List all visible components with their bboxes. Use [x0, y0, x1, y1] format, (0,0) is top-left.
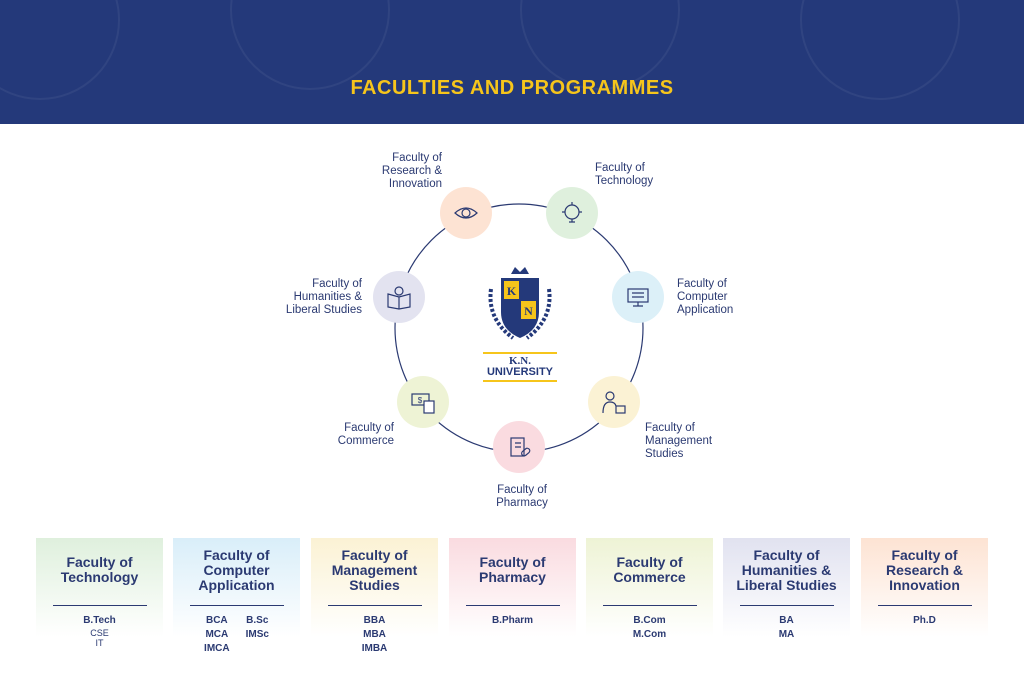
- card-title: Faculty of Computer Application: [198, 546, 275, 593]
- faculty-node-label: Faculty of Research & Innovation: [381, 152, 442, 190]
- faculty-node: [493, 421, 545, 473]
- faculty-node: $: [397, 376, 449, 428]
- programme: B.Tech: [83, 615, 116, 626]
- programme: BBA: [363, 615, 386, 626]
- faculty-node: [373, 271, 425, 323]
- faculty-node-label: Faculty of Pharmacy: [496, 484, 548, 509]
- programme: MCA: [205, 629, 229, 640]
- card-title: Faculty of Pharmacy: [479, 554, 546, 585]
- card-title: Faculty of Humanities & Liberal Studies: [736, 546, 837, 593]
- svg-text:N: N: [524, 304, 533, 318]
- gear-bulb-icon: [562, 202, 582, 223]
- svg-text:$: $: [418, 396, 423, 405]
- card-title: Faculty of Commerce: [613, 554, 686, 585]
- programme: Ph.D: [913, 615, 936, 626]
- page-title: FACULTIES AND PROGRAMMES: [350, 77, 674, 99]
- programme: IMSc: [245, 629, 269, 640]
- divider: [327, 605, 422, 606]
- logo-text-university: UNIVERSITY: [486, 366, 553, 378]
- specialisation: IT: [95, 638, 104, 648]
- programme: M.Com: [632, 629, 667, 640]
- kn-university-logo: K N K.N. UNIVERSITY: [483, 264, 557, 382]
- card-title: Faculty of Technology: [60, 554, 139, 585]
- faculty-node-label: Faculty of Computer Application: [677, 278, 734, 316]
- programme: B.Pharm: [491, 615, 534, 626]
- divider: [602, 605, 697, 606]
- divider: [739, 605, 834, 606]
- faculty-node: [546, 187, 598, 239]
- monitor-icon: [627, 288, 649, 307]
- svg-text:K: K: [507, 284, 517, 298]
- logo-text-kn: K.N.: [509, 355, 531, 367]
- header-banner: FACULTIES AND PROGRAMMES: [0, 0, 1024, 124]
- clipboard-pill-icon: [510, 437, 531, 457]
- faculty-node: [440, 187, 492, 239]
- programme: B.Com: [633, 615, 666, 626]
- person-briefcase-icon: [602, 391, 626, 414]
- faculty-node: [612, 271, 664, 323]
- programme: IMBA: [361, 643, 388, 654]
- divider: [189, 605, 284, 606]
- divider: [465, 605, 560, 606]
- programme: BA: [779, 615, 794, 626]
- programme: MBA: [363, 629, 386, 640]
- faculty-node-label: Faculty of Technology: [595, 162, 654, 187]
- faculty-node-label: Faculty of Commerce: [337, 422, 394, 447]
- card-title: Faculty of Research & Innovation: [885, 546, 964, 593]
- faculty-node: [588, 376, 640, 428]
- faculty-node-label: Faculty of Humanities & Liberal Studies: [285, 278, 362, 316]
- divider: [877, 605, 972, 606]
- programme: IMCA: [204, 643, 230, 654]
- programme: B.Sc: [246, 615, 269, 626]
- faculty-node-label: Faculty of Management Studies: [645, 422, 713, 460]
- programme: MA: [778, 629, 795, 640]
- specialisation: CSE: [90, 628, 109, 638]
- book-globe-icon: [387, 286, 411, 310]
- divider: [52, 605, 147, 606]
- card-title: Faculty of Management Studies: [331, 546, 418, 593]
- eye-bulb-icon: [454, 207, 478, 219]
- money-calculator-icon: $: [411, 393, 435, 414]
- programme: BCA: [205, 615, 228, 626]
